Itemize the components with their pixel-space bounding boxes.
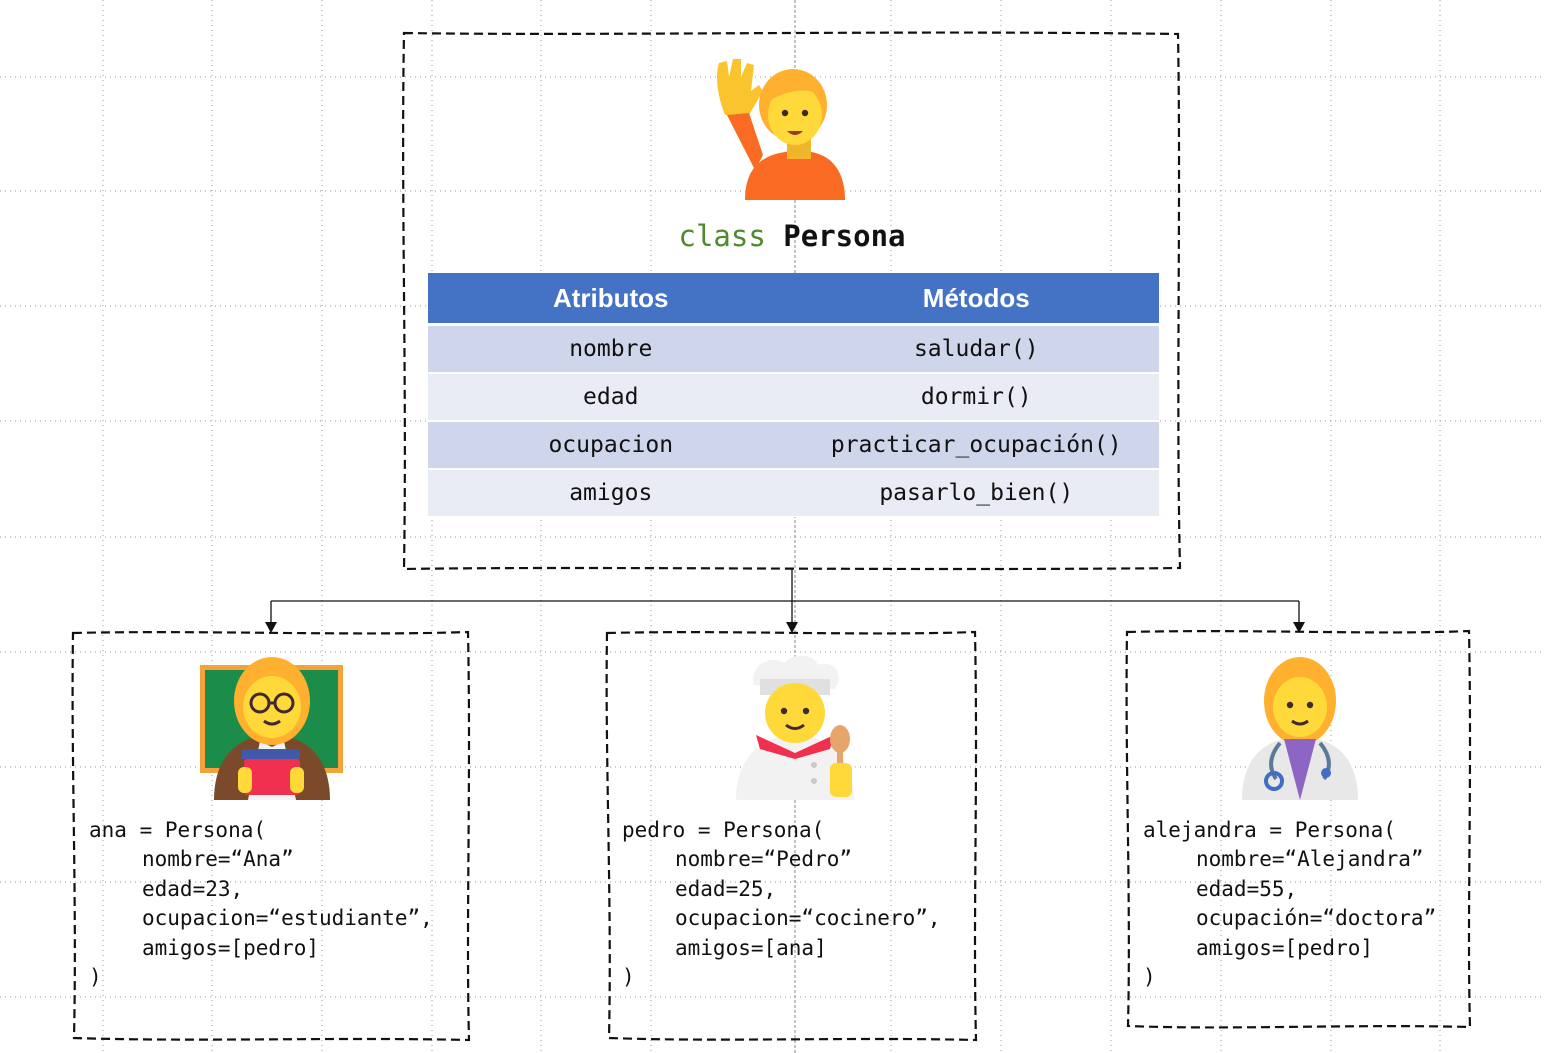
code-line: pedro = Persona( [622,818,825,842]
code-line: alejandra = Persona( [1143,818,1396,842]
class-keyword: class [678,219,766,253]
attribute-cell: amigos [428,468,794,517]
attribute-cell: edad [428,372,794,422]
method-cell: dormir() [793,372,1159,422]
inheritance-arrows [270,569,1300,624]
alejandra-box-border [1125,629,1472,1029]
table-row: amigos pasarlo_bien() [428,468,1159,517]
person-raising-hand-icon [717,59,845,200]
code-line: edad=25, [675,876,777,901]
code-line: amigos=[pedro] [142,935,320,960]
code-line: nombre=“Alejandra” [1196,847,1424,872]
method-cell: saludar() [793,323,1159,374]
table-row: nombre saludar() [428,323,1159,374]
code-line: amigos=[ana] [675,935,827,960]
method-cell: practicar_ocupación() [793,420,1159,470]
attribute-cell: nombre [428,323,794,374]
methods-header: Métodos [793,273,1159,326]
class-name: Persona [783,219,906,253]
code-line: ) [89,965,102,990]
method-cell: pasarlo_bien() [793,468,1159,517]
code-line: edad=23, [142,876,244,901]
table-header-row: Atributos Métodos [428,273,1159,326]
table-row: edad dormir() [428,372,1159,422]
instance-code-alejandra: alejandra = Persona( nombre=“Alejandra” ed… [1143,816,1436,992]
attributes-header: Atributos [428,273,794,326]
code-line: ) [1143,965,1156,990]
code-line: nombre=“Ana” [142,847,294,872]
code-line: edad=55, [1196,876,1298,901]
arrow-heads [265,622,1305,633]
code-line: ) [622,965,635,990]
attribute-cell: ocupacion [428,420,794,470]
code-line: ocupación=“doctora” [1196,906,1437,931]
code-line: ana = Persona( [89,818,267,842]
woman-health-worker-icon [1242,657,1358,800]
ana-box-border [71,630,471,1042]
code-line: nombre=“Pedro” [675,847,853,872]
code-line: ocupacion=“cocinero”, [675,906,941,931]
class-members-table: Atributos Métodos nombre saludar() edad … [428,273,1159,517]
pedro-box-border [605,630,978,1042]
code-line: amigos=[pedro] [1196,935,1374,960]
class-title: class Persona [404,214,1180,258]
class-box-border [402,31,1182,571]
table-row: ocupacion practicar_ocupación() [428,420,1159,470]
instance-code-ana: ana = Persona( nombre=“Ana” edad=23, ocupac… [89,816,433,992]
woman-teacher-icon [200,657,343,800]
man-cook-icon [736,655,854,800]
instance-code-pedro: pedro = Persona( nombre=“Pedro” edad=25, oc… [622,816,941,992]
code-line: ocupacion=“estudiante”, [142,906,433,931]
